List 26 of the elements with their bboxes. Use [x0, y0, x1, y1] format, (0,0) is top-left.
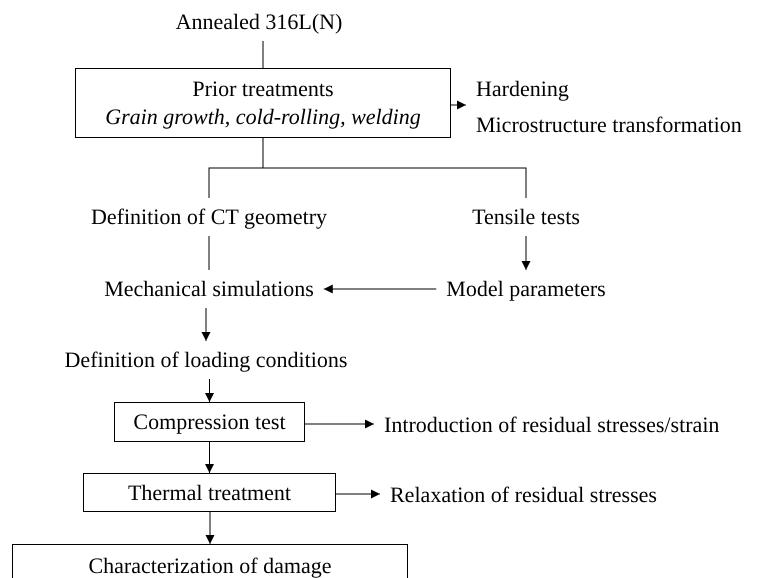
- step-text: Annealed 316L(N): [166, 3, 352, 41]
- result-text: Hardening: [476, 76, 570, 102]
- arrow: [522, 236, 530, 270]
- step-text: Model parameters: [436, 270, 616, 308]
- connector-line: [208, 236, 210, 270]
- arrow: [206, 512, 214, 544]
- arrow: [202, 308, 210, 342]
- arrow: [205, 442, 214, 474]
- connector-line: [262, 138, 526, 198]
- step-text: Tensile tests: [462, 198, 590, 236]
- step-text: Relaxation of residual stresses: [380, 476, 667, 514]
- process-box: Compression test: [114, 402, 305, 442]
- connector-line: [262, 40, 264, 68]
- arrow: [450, 100, 466, 110]
- step-text: Definition of CT geometry: [80, 198, 338, 236]
- step-text: Mechanical simulations: [94, 270, 324, 308]
- process-box: Prior treatments Grain growth, cold-rolling, welding: [75, 68, 451, 138]
- step-text: Definition of loading conditions: [54, 341, 358, 379]
- step-text: Introduction of residual stresses/strain: [374, 406, 730, 444]
- arrow: [336, 490, 380, 498]
- arrow: [304, 420, 374, 428]
- arrow: [205, 378, 214, 402]
- process-box: Thermal treatment: [83, 473, 336, 512]
- process-box: Characterization of damage: [12, 544, 408, 578]
- arrow: [323, 284, 437, 294]
- result-text: Microstructure transformation: [476, 112, 742, 138]
